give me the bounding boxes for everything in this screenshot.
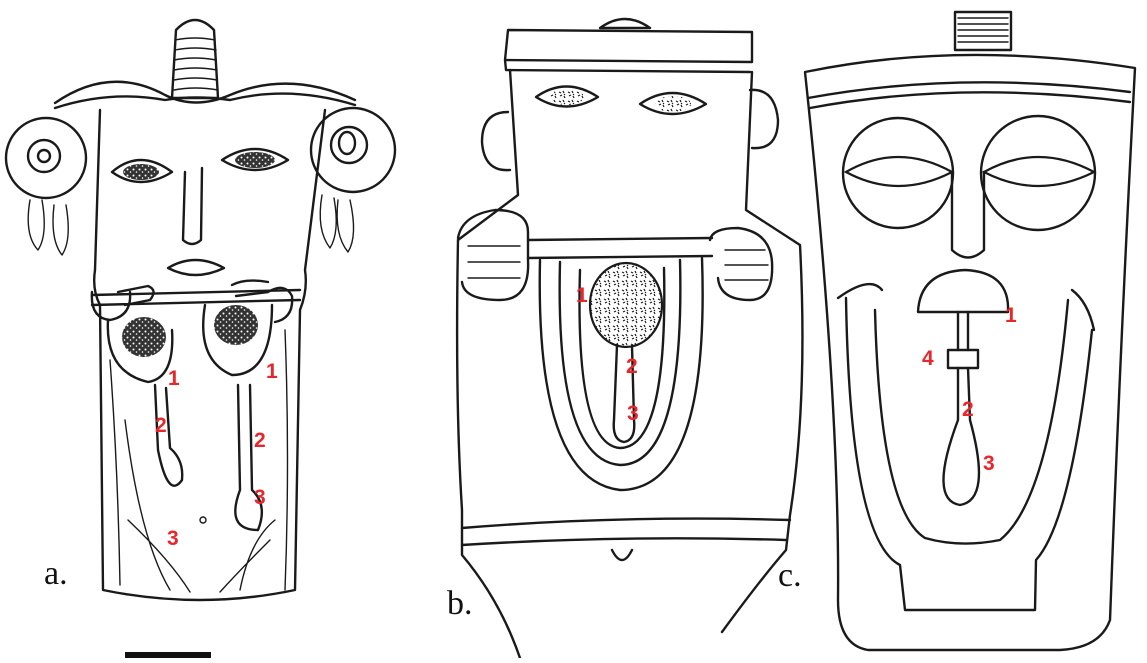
panel-a-top-knob <box>172 20 218 98</box>
panel-b-left-ear <box>482 112 510 170</box>
panel-a-label-1-left: 1 <box>168 367 180 390</box>
panel-a-letter: a. <box>44 555 68 592</box>
panel-a-drapery <box>110 330 288 592</box>
panel-c-top-knob <box>955 12 1011 50</box>
panel-c-top-stripes <box>808 82 1130 108</box>
panel-a-navel <box>200 517 206 523</box>
panel-b-pendant-drop <box>612 550 632 560</box>
panel-c-side-bands <box>838 284 1094 610</box>
panel-a-braid-band <box>55 82 355 108</box>
panel-a-arms <box>92 281 300 322</box>
panel-b-letter: b. <box>447 585 473 622</box>
panel-c-left-eye <box>843 118 953 228</box>
panel-c-body-outline <box>805 55 1135 650</box>
panel-b-label-1: 1 <box>576 284 588 307</box>
panel-c-label-2: 2 <box>962 398 974 421</box>
panel-a-label-3-left: 3 <box>167 527 179 550</box>
panel-b-label-3: 3 <box>627 402 639 425</box>
scale-bar <box>125 652 211 658</box>
panel-a: 1 1 2 2 3 3 a. <box>6 20 395 658</box>
panel-b-lower-band <box>462 519 790 545</box>
panel-a-label-1-right: 1 <box>266 360 278 383</box>
panel-b-right-ear <box>750 90 778 148</box>
panel-a-label-3-right: 3 <box>254 486 266 509</box>
panel-c-letter: c. <box>778 557 802 594</box>
panel-a-mouth <box>168 260 224 275</box>
panel-a-breasts <box>108 305 272 382</box>
panel-a-nose <box>183 168 202 244</box>
panel-c-right-eye <box>981 116 1095 230</box>
panel-c-label-3: 3 <box>983 452 995 475</box>
panel-b-top-knob <box>600 19 650 28</box>
panel-c-label-1: 1 <box>1005 304 1017 327</box>
panel-c-nose <box>952 172 984 258</box>
panel-b-label-2: 2 <box>626 355 638 378</box>
panel-a-label-2-right: 2 <box>254 429 266 452</box>
panel-b: 1 2 3 b. <box>447 19 802 658</box>
panel-a-label-2-left: 2 <box>155 414 167 437</box>
panel-c: 1 4 2 3 c. <box>778 12 1135 650</box>
panel-b-headband <box>505 30 752 72</box>
panel-a-left-earring <box>6 118 86 255</box>
panel-c-label-4: 4 <box>922 347 934 370</box>
panel-a-teardrops <box>155 385 262 530</box>
